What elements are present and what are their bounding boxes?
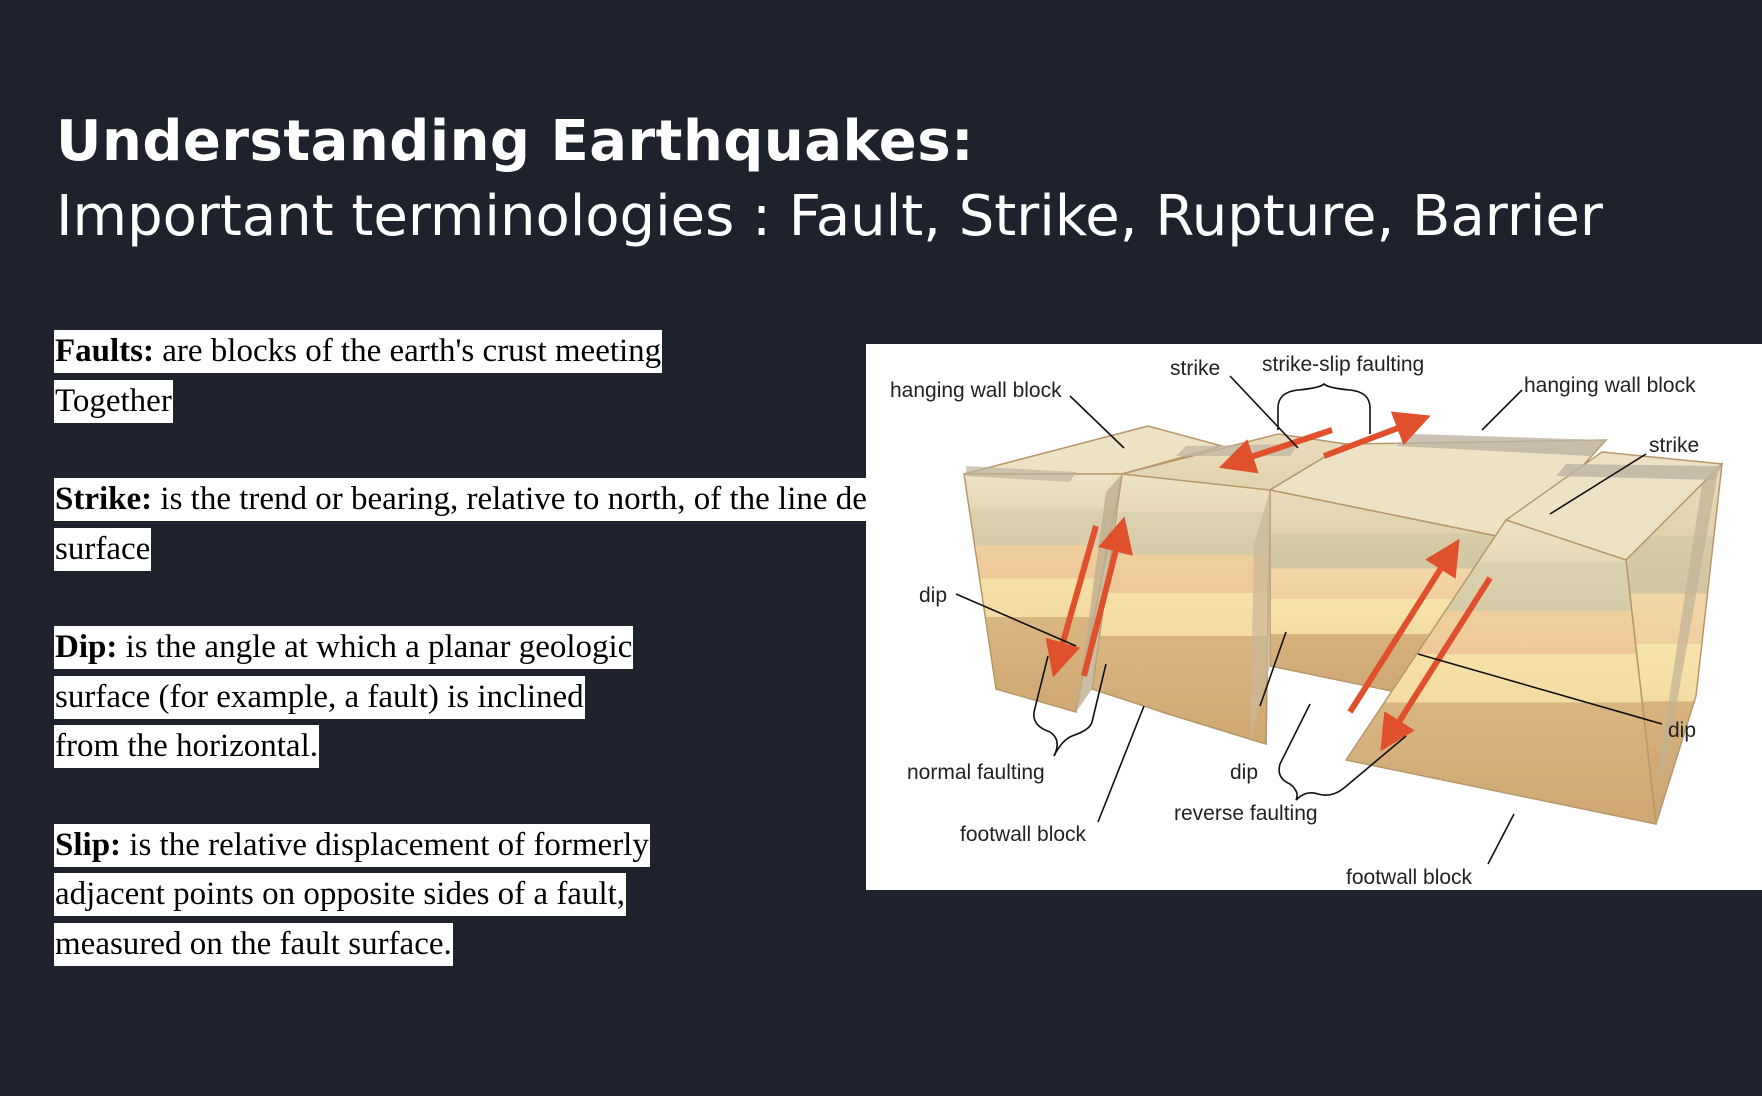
definition-text: surface bbox=[54, 527, 152, 571]
definition-text: adjacent points on opposite sides of a f… bbox=[54, 873, 627, 916]
label-strike-right: strike bbox=[1649, 434, 1699, 457]
term-label: Dip: bbox=[55, 629, 118, 665]
definition-strike: Strike: is the trend or bearing, relativ… bbox=[54, 475, 870, 574]
definition-text: Together bbox=[54, 379, 173, 423]
label-dip-left: dip bbox=[919, 584, 947, 607]
label-footwall-left: footwall block bbox=[960, 823, 1087, 846]
definition-text: is the angle at which a planar geologic bbox=[117, 629, 633, 665]
definitions-list: Faults: are blocks of the earth's crust … bbox=[54, 327, 870, 1018]
right-block bbox=[1344, 451, 1724, 825]
title-block: Understanding Earthquakes: Important ter… bbox=[56, 104, 1656, 254]
definition-text: are blocks of the earth's crust meeting bbox=[154, 333, 662, 369]
label-hanging-wall-right: hanging wall block bbox=[1524, 374, 1696, 397]
definition-dip: Dip: is the angle at which a planar geol… bbox=[54, 623, 870, 772]
term-label: Slip: bbox=[55, 826, 122, 863]
definition-text: from the horizontal. bbox=[54, 725, 320, 768]
normal-fault-arrow-up bbox=[1081, 516, 1134, 677]
label-dip-right: dip bbox=[1668, 719, 1696, 742]
label-strike-slip-faulting: strike-slip faulting bbox=[1262, 353, 1424, 376]
fault-diagram: hanging wall block strike strike-slip fa… bbox=[866, 344, 1762, 890]
term-label: Strike: bbox=[55, 481, 153, 517]
label-footwall-right: footwall block bbox=[1346, 866, 1473, 889]
slide-subtitle: Important terminologies : Fault, Strike,… bbox=[56, 184, 1603, 249]
slip-arrows bbox=[1045, 411, 1493, 752]
definition-text: is the trend or bearing, relative to nor… bbox=[160, 481, 870, 517]
definition-text: is the relative displacement of formerly bbox=[121, 826, 649, 863]
label-strike-top: strike bbox=[1170, 357, 1220, 380]
definition-text: measured on the fault surface. bbox=[54, 922, 453, 966]
fault-diagram-svg: hanging wall block strike strike-slip fa… bbox=[890, 353, 1724, 889]
strike-slip-arrow-right bbox=[1322, 411, 1431, 459]
reverse-fault-arrow-down bbox=[1380, 576, 1493, 752]
strike-slip-arrow-left bbox=[1218, 427, 1333, 474]
definition-text: surface (for example, a fault) is inclin… bbox=[54, 675, 585, 719]
term-label: Faults: bbox=[55, 333, 154, 369]
slide-title: Understanding Earthquakes: bbox=[56, 109, 974, 174]
reverse-fault-arrow-up bbox=[1347, 538, 1460, 714]
label-dip-center: dip bbox=[1230, 761, 1258, 784]
label-hanging-wall-left: hanging wall block bbox=[890, 379, 1062, 402]
definition-slip: Slip: is the relative displacement of fo… bbox=[54, 821, 870, 970]
definition-faults: Faults: are blocks of the earth's crust … bbox=[54, 327, 870, 426]
label-normal-faulting: normal faulting bbox=[907, 761, 1045, 784]
leader-lines bbox=[955, 375, 1663, 865]
normal-fault-arrow-down bbox=[1045, 525, 1099, 678]
label-reverse-faulting: reverse faulting bbox=[1174, 802, 1318, 825]
